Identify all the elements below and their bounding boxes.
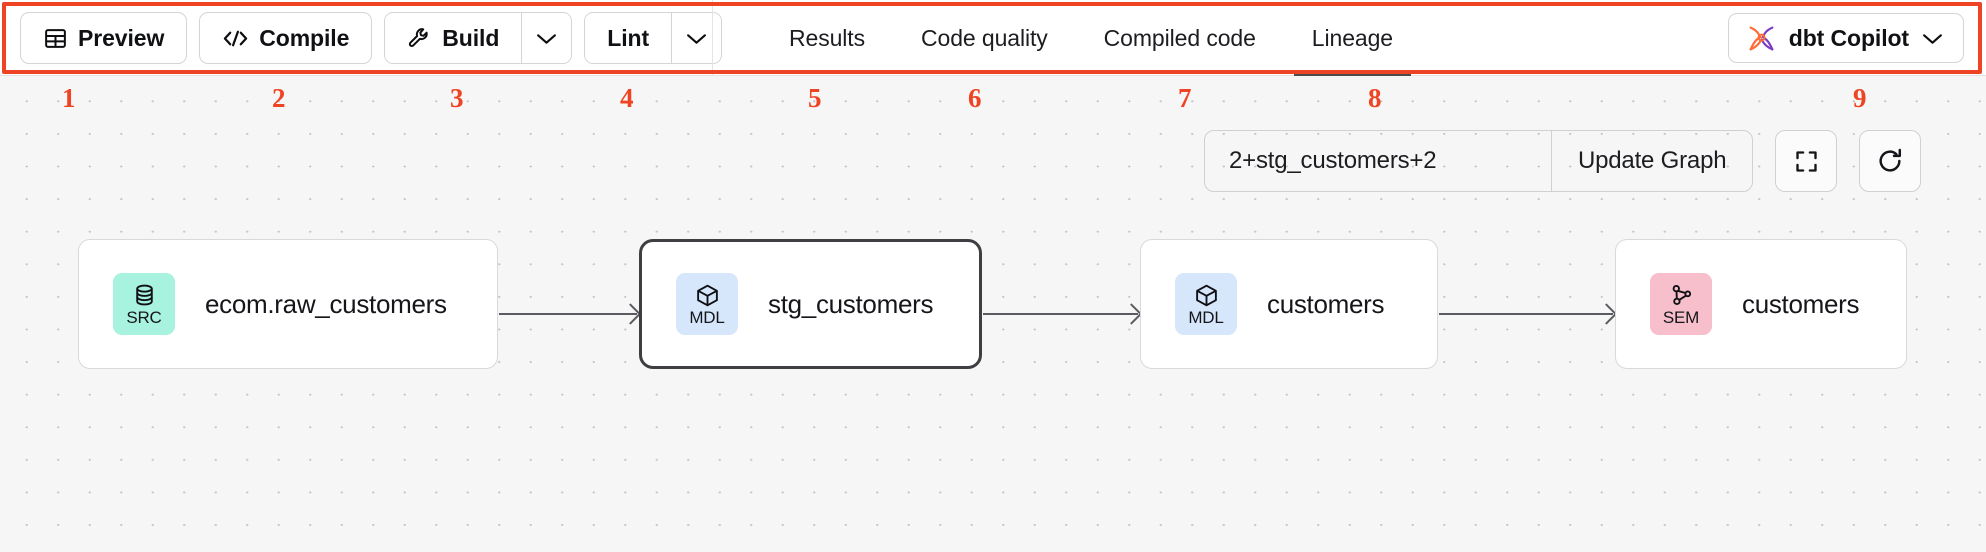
tab-code-quality[interactable]: Code quality [893, 0, 1076, 76]
annotation-number-3: 3 [450, 83, 464, 113]
fullscreen-icon [1793, 148, 1820, 175]
code-brackets-icon [222, 27, 249, 50]
edge-customers-to-semantic [1439, 313, 1613, 315]
chevron-down-icon [686, 32, 707, 45]
lineage-node-customers-model[interactable]: MDL customers [1140, 239, 1438, 369]
edge-raw-to-stg [499, 313, 637, 315]
preview-label: Preview [78, 24, 165, 51]
tab-lineage[interactable]: Lineage [1284, 0, 1421, 76]
annotation-number-8: 8 [1368, 83, 1382, 113]
annotation-number-4: 4 [620, 83, 634, 113]
refresh-button[interactable] [1859, 130, 1922, 192]
tab-lineage-label: Lineage [1311, 24, 1393, 51]
lineage-node-stg-customers[interactable]: MDL stg_customers [639, 239, 982, 369]
annotation-number-9: 9 [1853, 83, 1867, 113]
cube-icon [1194, 283, 1219, 308]
toolbar-action-buttons: Preview Compile [20, 12, 723, 64]
lineage-node-customers-semantic[interactable]: SEM customers [1615, 239, 1907, 369]
annotation-number-1: 1 [62, 83, 76, 113]
model-badge: MDL [1175, 273, 1237, 335]
cube-icon [695, 283, 720, 308]
node-label: ecom.raw_customers [205, 288, 447, 319]
tab-results[interactable]: Results [761, 0, 893, 76]
build-button-group: Build [384, 12, 573, 64]
graph-controls: 2+stg_customers+2 Update Graph [1204, 130, 1922, 192]
badge-label: SEM [1662, 307, 1700, 327]
lint-label: Lint [607, 24, 650, 51]
tab-results-label: Results [789, 24, 865, 51]
annotation-number-5: 5 [808, 83, 822, 113]
update-graph-button[interactable]: Update Graph [1551, 131, 1752, 191]
build-dropdown-toggle[interactable] [521, 13, 572, 63]
model-badge: MDL [676, 273, 738, 335]
content-tabs: Results Code quality Compiled code Linea… [712, 0, 1421, 76]
database-icon [132, 283, 157, 308]
tab-code-quality-label: Code quality [921, 24, 1048, 51]
badge-label: MDL [1188, 307, 1224, 327]
annotation-number-6: 6 [968, 83, 982, 113]
compile-button[interactable]: Compile [199, 12, 373, 64]
tab-compiled-code-label: Compiled code [1103, 24, 1256, 51]
fullscreen-button[interactable] [1775, 130, 1838, 192]
lint-button-group: Lint [584, 12, 723, 64]
lint-button[interactable]: Lint [585, 13, 672, 63]
source-badge: SRC [113, 273, 175, 335]
wrench-icon [407, 26, 432, 51]
preview-button[interactable]: Preview [20, 12, 188, 64]
dbt-copilot-button[interactable]: dbt Copilot [1727, 13, 1964, 63]
lineage-node-raw-customers[interactable]: SRC ecom.raw_customers [78, 239, 498, 369]
graph-selector-input[interactable]: 2+stg_customers+2 [1229, 147, 1437, 174]
annotation-number-7: 7 [1178, 83, 1192, 113]
badge-label: SRC [126, 307, 162, 327]
build-button[interactable]: Build [385, 13, 522, 63]
tab-compiled-code[interactable]: Compiled code [1076, 0, 1284, 76]
build-label: Build [442, 24, 500, 51]
node-label: customers [1267, 288, 1385, 319]
node-label: customers [1742, 288, 1860, 319]
badge-label: MDL [689, 307, 725, 327]
annotation-number-2: 2 [272, 83, 286, 113]
semantic-badge: SEM [1650, 273, 1712, 335]
refresh-icon [1876, 147, 1904, 175]
chevron-down-icon [536, 32, 557, 45]
compile-label: Compile [259, 24, 350, 51]
edge-stg-to-customers [983, 313, 1138, 315]
semantic-graph-icon [1669, 283, 1694, 308]
node-label: stg_customers [768, 288, 934, 319]
dbt-copilot-label: dbt Copilot [1788, 24, 1909, 51]
table-icon [43, 26, 68, 51]
chevron-down-icon [1922, 32, 1943, 45]
graph-selector-group: 2+stg_customers+2 Update Graph [1204, 130, 1754, 192]
top-toolbar: Preview Compile [0, 0, 1986, 76]
dbt-copilot-icon [1747, 24, 1776, 53]
